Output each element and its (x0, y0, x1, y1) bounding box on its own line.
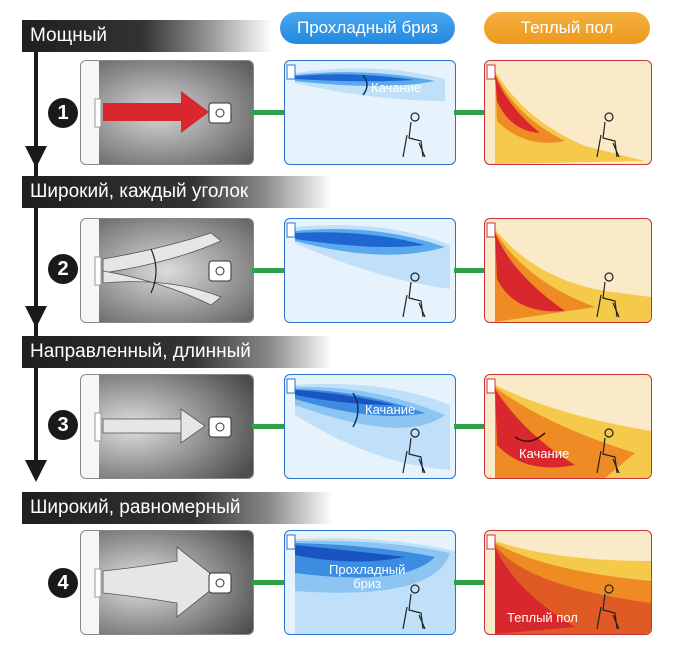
person-icon (208, 102, 232, 124)
mode-1-title: Мощный (22, 20, 272, 52)
mode-4-title: Широкий, равномерный (22, 492, 332, 524)
person-icon (596, 584, 620, 630)
person-icon (208, 572, 232, 594)
mode-3-title: Направленный, длинный (22, 336, 332, 368)
cool-breeze-line1: Прохладный (329, 562, 406, 577)
connector (454, 110, 484, 115)
header-warm-floor: Теплый пол (484, 12, 650, 44)
connector (252, 268, 284, 273)
mode-1-top-view (80, 60, 254, 165)
person-icon (596, 428, 620, 474)
connector (252, 424, 284, 429)
mode-3-number: 3 (48, 410, 78, 440)
mode-1-cool-view: Качание (284, 60, 456, 165)
mode-3-top-view (80, 374, 254, 479)
person-icon (596, 272, 620, 318)
cool-breeze-label: Прохладный бриз (329, 563, 405, 591)
connector (454, 268, 484, 273)
mode-4-warm-view: Теплый пол (484, 530, 652, 635)
person-icon (402, 272, 426, 318)
mode-2-cool-view (284, 218, 456, 323)
person-icon (402, 428, 426, 474)
connector (252, 110, 284, 115)
connector (252, 580, 284, 585)
warm-floor-label: Теплый пол (507, 610, 578, 625)
swing-label: Качание (371, 80, 422, 95)
person-icon (402, 112, 426, 158)
mode-3-cool-view: Качание (284, 374, 456, 479)
mode-4-cool-view: Прохладный бриз (284, 530, 456, 635)
mode-2-title: Широкий, каждый уголок (22, 176, 332, 208)
flow-arrow (25, 50, 47, 482)
swing-label: Качание (365, 402, 416, 417)
person-icon (596, 112, 620, 158)
connector (454, 580, 484, 585)
mode-3-warm-view: Качание (484, 374, 652, 479)
person-icon (402, 584, 426, 630)
mode-4-top-view (80, 530, 254, 635)
mode-4-number: 4 (48, 568, 78, 598)
person-icon (208, 416, 232, 438)
mode-1-warm-view (484, 60, 652, 165)
cool-breeze-line2: бриз (353, 576, 382, 591)
mode-1-number: 1 (48, 98, 78, 128)
connector (454, 424, 484, 429)
airflow-arrow-red (103, 103, 188, 121)
swing-label: Качание (519, 446, 570, 461)
header-cool-breeze: Прохладный бриз (280, 12, 455, 44)
person-icon (208, 260, 232, 282)
mode-2-warm-view (484, 218, 652, 323)
mode-2-top-view (80, 218, 254, 323)
mode-2-number: 2 (48, 254, 78, 284)
